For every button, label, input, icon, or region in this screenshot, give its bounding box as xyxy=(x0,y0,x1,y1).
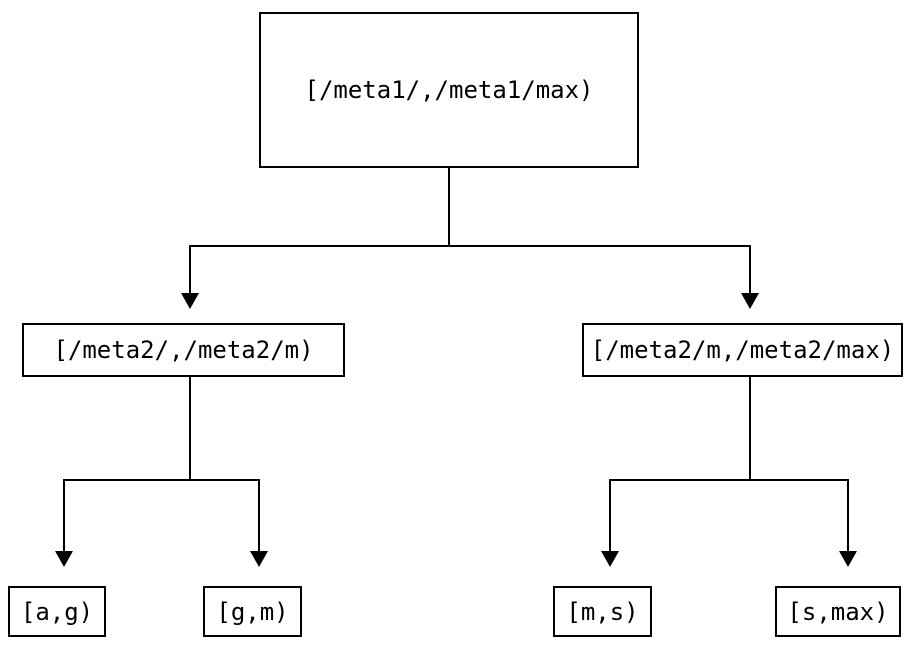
connector-to-leaf-g-m xyxy=(258,479,260,551)
connector-to-leaf-s-max xyxy=(847,479,849,551)
connector-level1-bar xyxy=(189,245,751,247)
connector-meta2-low-stem xyxy=(189,377,191,480)
connector-root-to-meta2-low xyxy=(189,245,191,293)
tree-leaf-a-g: [a,g) xyxy=(8,586,106,637)
connector-to-leaf-a-g xyxy=(63,479,65,551)
connector-root-stem xyxy=(448,168,450,246)
arrowhead-down-leaf-s-max xyxy=(839,551,857,567)
connector-level2-right-bar xyxy=(609,479,849,481)
tree-node-meta2-high: [/meta2/m,/meta2/max) xyxy=(582,323,903,377)
tree-node-meta2-low: [/meta2/,/meta2/m) xyxy=(22,323,345,377)
connector-meta2-high-stem xyxy=(749,377,751,480)
arrowhead-down-meta2-high xyxy=(741,293,759,309)
connector-level2-left-bar xyxy=(63,479,260,481)
tree-leaf-s-max: [s,max) xyxy=(775,586,901,637)
connector-to-leaf-m-s xyxy=(609,479,611,551)
tree-leaf-m-s: [m,s) xyxy=(553,586,652,637)
arrowhead-down-leaf-m-s xyxy=(601,551,619,567)
arrowhead-down-meta2-low xyxy=(181,293,199,309)
connector-root-to-meta2-high xyxy=(749,245,751,293)
tree-leaf-g-m: [g,m) xyxy=(203,586,302,637)
arrowhead-down-leaf-g-m xyxy=(250,551,268,567)
arrowhead-down-leaf-a-g xyxy=(55,551,73,567)
tree-node-root: [/meta1/,/meta1/max) xyxy=(259,12,639,168)
